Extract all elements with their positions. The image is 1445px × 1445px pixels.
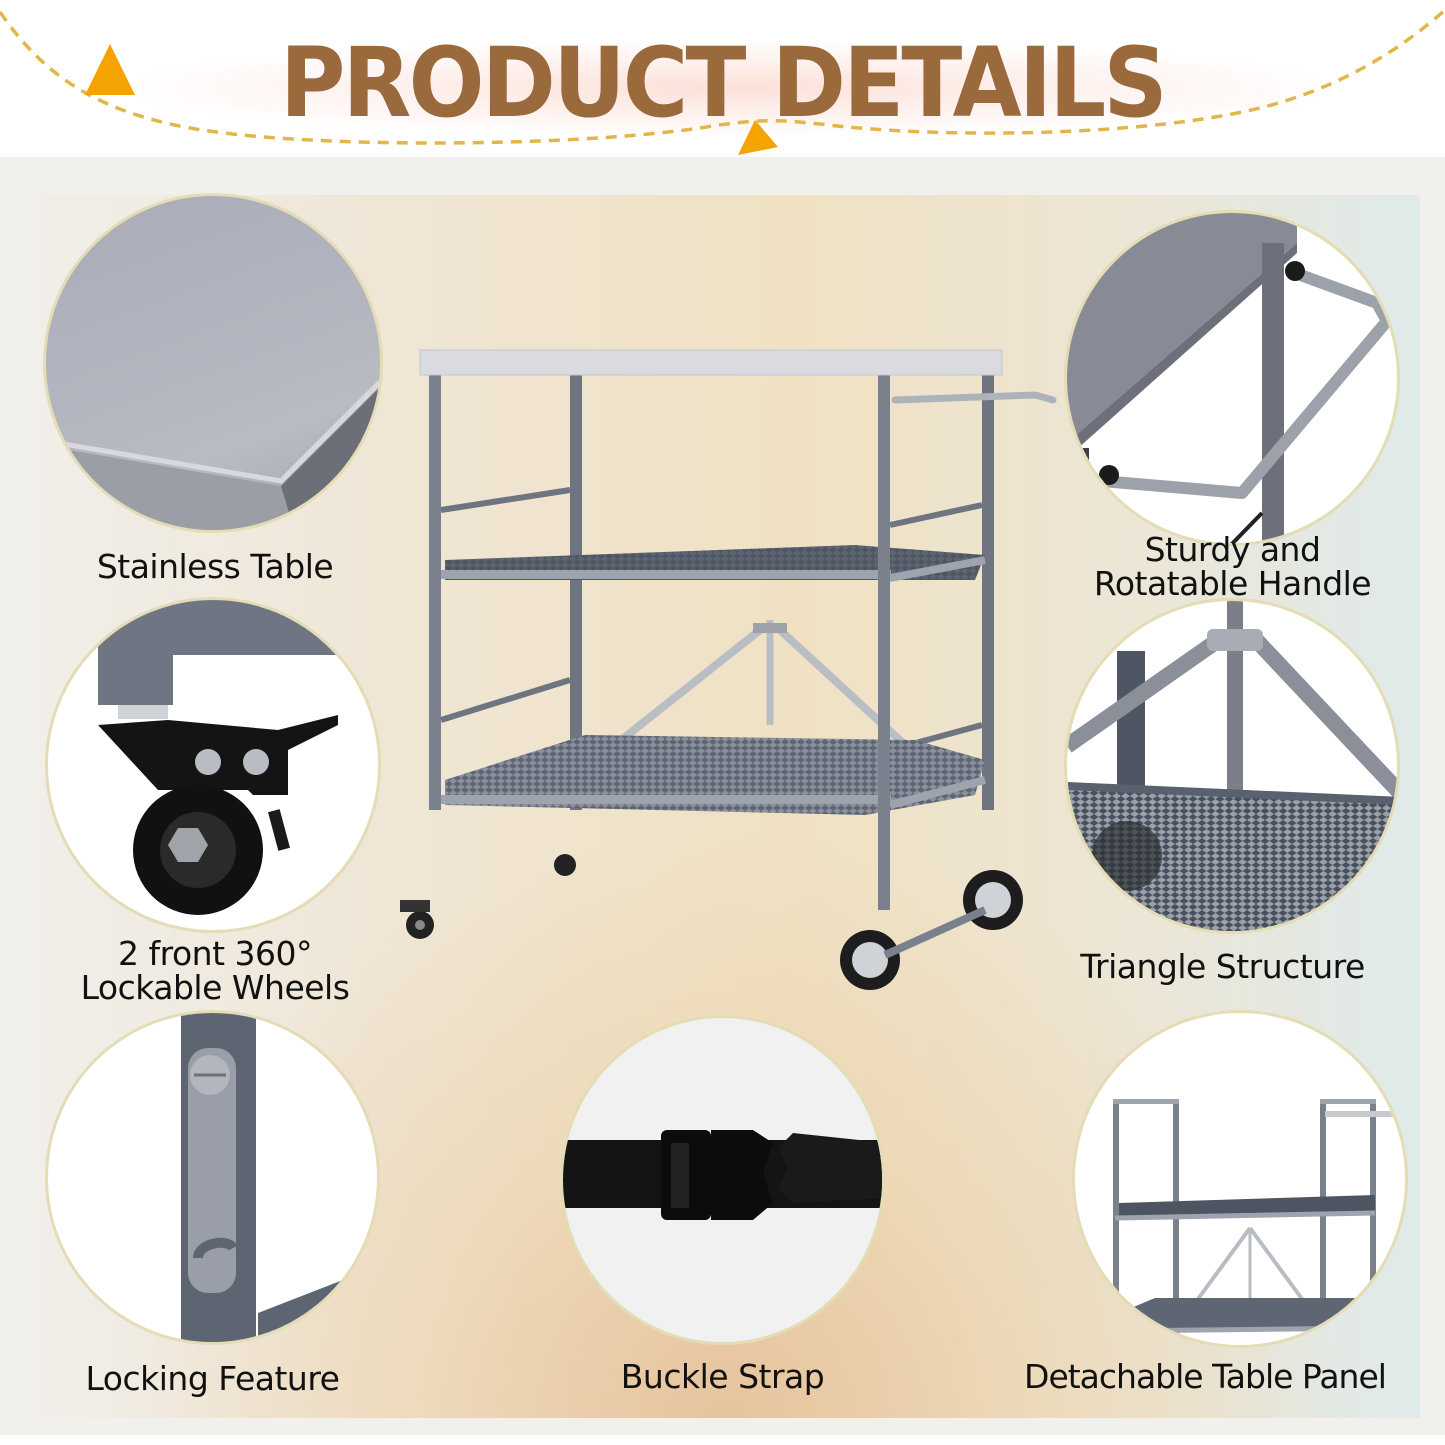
feature-label-buckle-strap: Buckle Strap [620, 1357, 825, 1396]
cart-product-image [400, 349, 1057, 990]
feature-label-triangle-structure: Triangle Structure [1080, 947, 1365, 986]
header-banner: PRODUCT DETAILS [0, 0, 1445, 157]
feature-label-locking-feature: Locking Feature [85, 1359, 340, 1398]
table-corner-icon [46, 378, 380, 530]
feature-label-rotatable-handle: Sturdy and Rotatable Handle [1060, 533, 1405, 601]
feature-label-detachable-panel: Detachable Table Panel [1024, 1357, 1387, 1396]
triangle-brace-icon [1067, 601, 1397, 931]
page-title: PRODUCT DETAILS [280, 27, 1168, 139]
feature-label-line: 2 front 360° [118, 934, 312, 973]
caster-wheel-icon [98, 600, 373, 915]
feature-image-detachable-panel [1072, 1010, 1408, 1348]
feature-image-buckle-strap [560, 1015, 885, 1345]
title-glow [140, 42, 1320, 134]
feature-label-line: Sturdy and [1144, 530, 1321, 569]
feature-image-stainless-table [43, 193, 383, 533]
feature-label-line: Rotatable Handle [1093, 564, 1372, 603]
feature-image-locking-feature [45, 1010, 380, 1345]
folded-cart-icon [1113, 1099, 1393, 1345]
handle-icon [1067, 213, 1393, 543]
decorative-dashed-curve [0, 8, 1445, 155]
buckle-strap-icon [563, 1130, 882, 1220]
feature-image-lockable-wheels [45, 597, 381, 933]
triangle-icon [738, 120, 778, 155]
feature-label-lockable-wheels: 2 front 360° Lockable Wheels [40, 937, 390, 1005]
feature-image-rotatable-handle [1064, 210, 1400, 546]
triangle-icon [85, 44, 135, 95]
feature-label-line: Lockable Wheels [80, 968, 350, 1007]
feature-image-triangle-structure [1064, 598, 1400, 934]
feature-label-stainless-table: Stainless Table [96, 547, 334, 586]
lock-latch-icon [181, 1013, 348, 1342]
